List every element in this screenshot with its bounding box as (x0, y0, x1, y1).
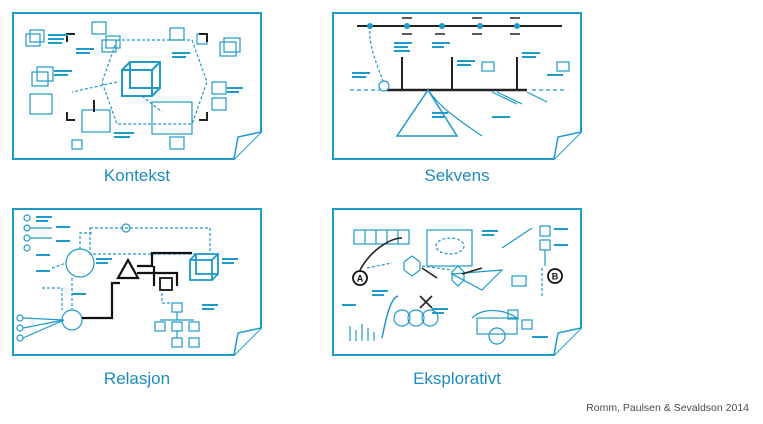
sekvens-title: Sekvens (424, 166, 490, 185)
node-marker-a (352, 270, 368, 286)
relasjon-title: Relasjon (103, 369, 171, 388)
sekvens-illustration (332, 12, 582, 160)
panel-sekvens (332, 12, 582, 160)
kontekst-illustration (12, 12, 262, 160)
panel-eksplorativt: A B (332, 208, 582, 356)
node-marker-a-label: A (357, 274, 364, 284)
panel-relasjon (12, 208, 262, 356)
node-marker-b-label: B (552, 272, 559, 282)
kontekst-title: Kontekst (103, 166, 171, 185)
eksplorativt-illustration: A B (332, 208, 582, 356)
credit-line: Romm, Paulsen & Sevaldson 2014 (586, 402, 749, 414)
eksplorativt-title: Eksplorativt (413, 369, 501, 388)
node-marker-b (547, 268, 563, 284)
relasjon-illustration (12, 208, 262, 356)
panel-kontekst (12, 12, 262, 160)
